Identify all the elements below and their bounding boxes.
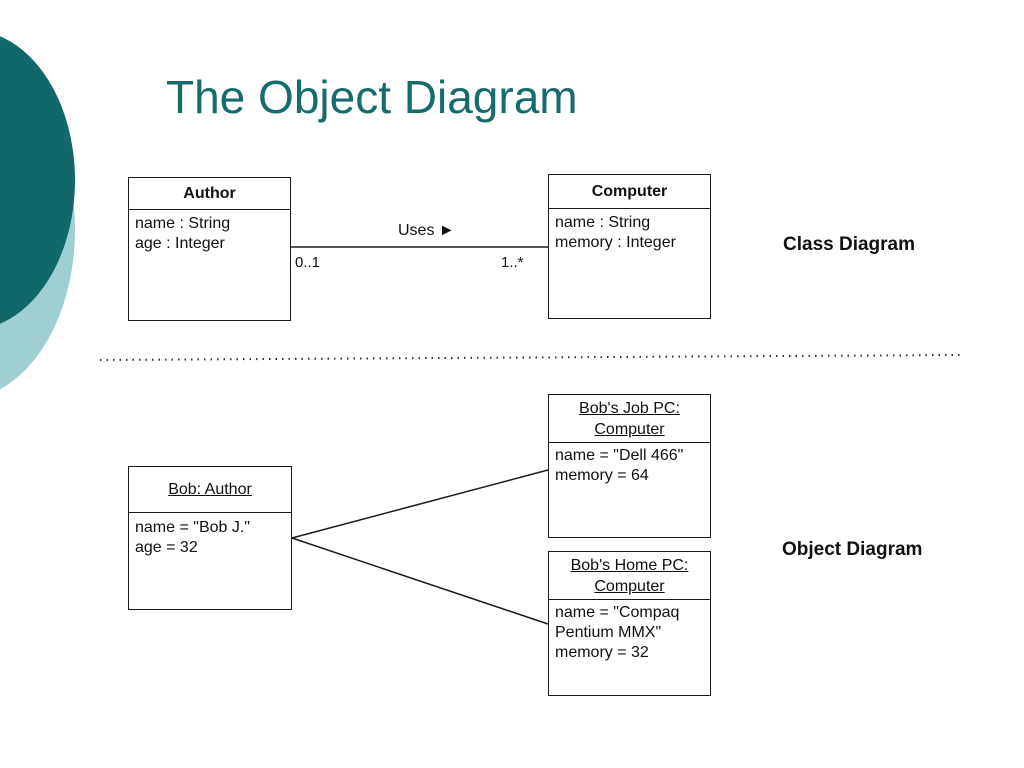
author-class-box: Author name : String age : Integer [128,177,291,321]
home-pc-object-name: Bob's Home PC: Computer [549,552,710,600]
bob-object-name: Bob: Author [129,467,291,513]
job-pc-object-name: Bob's Job PC: Computer [549,395,710,443]
computer-class-name: Computer [549,175,710,209]
author-class-attributes: name : String age : Integer [129,210,290,258]
computer-attr-name: name : String [555,214,651,231]
home-pc-attr-name-1: name = "Compaq [555,604,680,621]
computer-class-attributes: name : String memory : Integer [549,209,710,257]
right-multiplicity: 1..* [501,254,524,271]
home-pc-object-box: Bob's Home PC: Computer name = "Compaq P… [548,551,711,696]
author-class-name: Author [129,178,290,210]
computer-class-box: Computer name : String memory : Integer [548,174,711,319]
page-title: The Object Diagram [166,71,578,123]
job-pc-name-line-1: Bob's Job PC: [579,399,680,417]
job-pc-object-box: Bob's Job PC: Computer name = "Dell 466"… [548,394,711,538]
section-divider [99,354,961,361]
computer-attr-memory: memory : Integer [555,234,676,251]
job-pc-attr-memory: memory = 64 [555,467,649,484]
bob-object-box: Bob: Author name = "Bob J." age = 32 [128,466,292,610]
home-pc-attr-name-2: Pentium MMX" [555,624,662,641]
decorative-side-circles [0,36,75,390]
job-pc-name-line-2: Computer [594,420,665,438]
link-job-pc [291,469,549,539]
bob-attr-name: name = "Bob J." [135,519,250,536]
class-diagram-label: Class Diagram [783,234,916,255]
dark-teal-circle [0,36,75,324]
association-label: Uses ► [398,222,455,239]
home-pc-name-line-1: Bob's Home PC: [570,556,689,574]
author-attr-name: name : String [135,215,231,232]
link-home-pc [291,537,549,625]
bob-attr-age: age = 32 [135,539,198,556]
bob-object-attributes: name = "Bob J." age = 32 [129,513,291,562]
left-multiplicity: 0..1 [295,254,321,271]
job-pc-object-attributes: name = "Dell 466" memory = 64 [549,443,710,490]
job-pc-attr-name: name = "Dell 466" [555,447,684,464]
home-pc-attr-memory: memory = 32 [555,644,649,661]
home-pc-object-attributes: name = "Compaq Pentium MMX" memory = 32 [549,600,710,667]
object-diagram-label: Object Diagram [782,539,923,560]
home-pc-name-line-2: Computer [594,577,665,595]
author-attr-age: age : Integer [135,235,225,252]
